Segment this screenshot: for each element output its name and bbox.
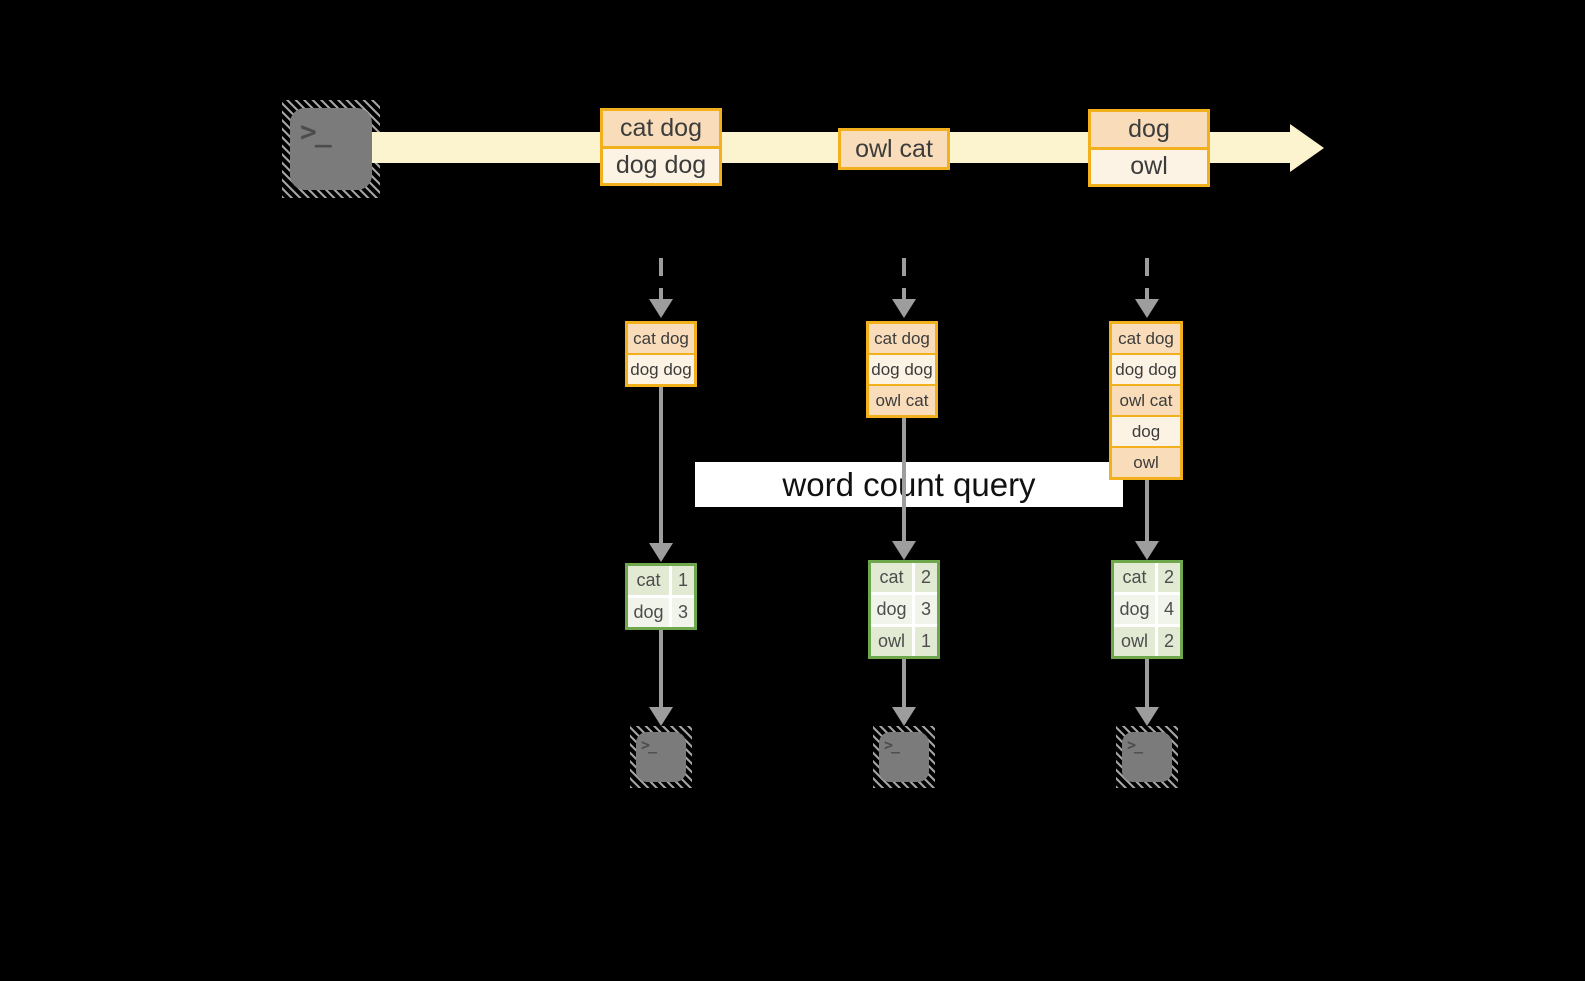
- buffer-stack-3: cat dog dog dog owl cat dog owl: [1109, 321, 1183, 480]
- stream-event-batch-1: cat dog dog dog: [600, 108, 722, 186]
- ingest-arrow-line-2: [902, 258, 906, 300]
- count-value: 1: [915, 627, 937, 656]
- terminal-prompt-icon: >_: [1127, 736, 1143, 754]
- buffer-record: owl cat: [1112, 384, 1180, 415]
- buffer-record: dog dog: [628, 353, 694, 384]
- count-word: owl: [1114, 627, 1155, 656]
- terminal-prompt-icon: >_: [300, 115, 332, 148]
- buffer-record: cat dog: [1112, 324, 1180, 353]
- query-arrowhead-2: [892, 541, 916, 560]
- stream-event-batch-2: owl cat: [838, 128, 950, 170]
- count-word: dog: [871, 595, 912, 624]
- terminal-screen: [1122, 732, 1172, 782]
- count-value: 3: [672, 598, 694, 627]
- count-value: 2: [915, 563, 937, 592]
- terminal-screen: [879, 732, 929, 782]
- source-terminal-icon: >_: [282, 100, 380, 198]
- ingest-arrow-line-3: [1145, 258, 1149, 300]
- buffer-stack-2: cat dog dog dog owl cat: [866, 321, 938, 418]
- terminal-prompt-icon: >_: [884, 736, 900, 754]
- stream-arrowhead-icon: [1290, 124, 1324, 172]
- count-word: cat: [871, 563, 912, 592]
- buffer-record: dog dog: [1112, 353, 1180, 384]
- query-label: word count query: [695, 462, 1123, 507]
- count-word: dog: [1114, 595, 1155, 624]
- buffer-record: dog dog: [869, 353, 935, 384]
- output-arrowhead-3: [1135, 707, 1159, 726]
- stream-event-batch-3: dog owl: [1088, 109, 1210, 187]
- buffer-record: dog: [1112, 415, 1180, 446]
- output-arrow-line-1: [659, 630, 663, 708]
- output-arrowhead-2: [892, 707, 916, 726]
- ingest-arrow-line-1: [659, 258, 663, 300]
- sink-terminal-icon-1: >_: [630, 726, 692, 788]
- count-word: owl: [871, 627, 912, 656]
- event-record: dog: [1091, 112, 1207, 147]
- event-record: dog dog: [603, 145, 719, 183]
- output-arrow-line-2: [902, 659, 906, 708]
- query-arrow-line-2: [902, 418, 906, 543]
- count-value: 3: [915, 595, 937, 624]
- count-word: cat: [1114, 563, 1155, 592]
- query-arrow-line-3: [1145, 480, 1149, 543]
- ingest-arrowhead-1: [649, 299, 673, 318]
- terminal-screen: [290, 108, 372, 190]
- ingest-arrowhead-2: [892, 299, 916, 318]
- sink-terminal-icon-2: >_: [873, 726, 935, 788]
- output-arrowhead-1: [649, 707, 673, 726]
- terminal-screen: [636, 732, 686, 782]
- count-table-1: cat 1 dog 3: [625, 563, 697, 630]
- query-arrow-line-1: [659, 387, 663, 544]
- event-record: owl cat: [841, 131, 947, 167]
- count-word: cat: [628, 566, 669, 595]
- buffer-record: cat dog: [869, 324, 935, 353]
- query-arrowhead-3: [1135, 541, 1159, 560]
- count-value: 2: [1158, 563, 1180, 592]
- sink-terminal-icon-3: >_: [1116, 726, 1178, 788]
- buffer-record: owl cat: [869, 384, 935, 415]
- terminal-prompt-icon: >_: [641, 736, 657, 754]
- count-table-2: cat 2 dog 3 owl 1: [868, 560, 940, 659]
- count-table-3: cat 2 dog 4 owl 2: [1111, 560, 1183, 659]
- query-arrowhead-1: [649, 543, 673, 562]
- event-record: cat dog: [603, 111, 719, 146]
- event-record: owl: [1091, 146, 1207, 184]
- buffer-record: cat dog: [628, 324, 694, 353]
- ingest-arrowhead-3: [1135, 299, 1159, 318]
- buffer-record: owl: [1112, 446, 1180, 477]
- count-value: 4: [1158, 595, 1180, 624]
- buffer-stack-1: cat dog dog dog: [625, 321, 697, 387]
- output-arrow-line-3: [1145, 659, 1149, 708]
- count-word: dog: [628, 598, 669, 627]
- count-value: 1: [672, 566, 694, 595]
- count-value: 2: [1158, 627, 1180, 656]
